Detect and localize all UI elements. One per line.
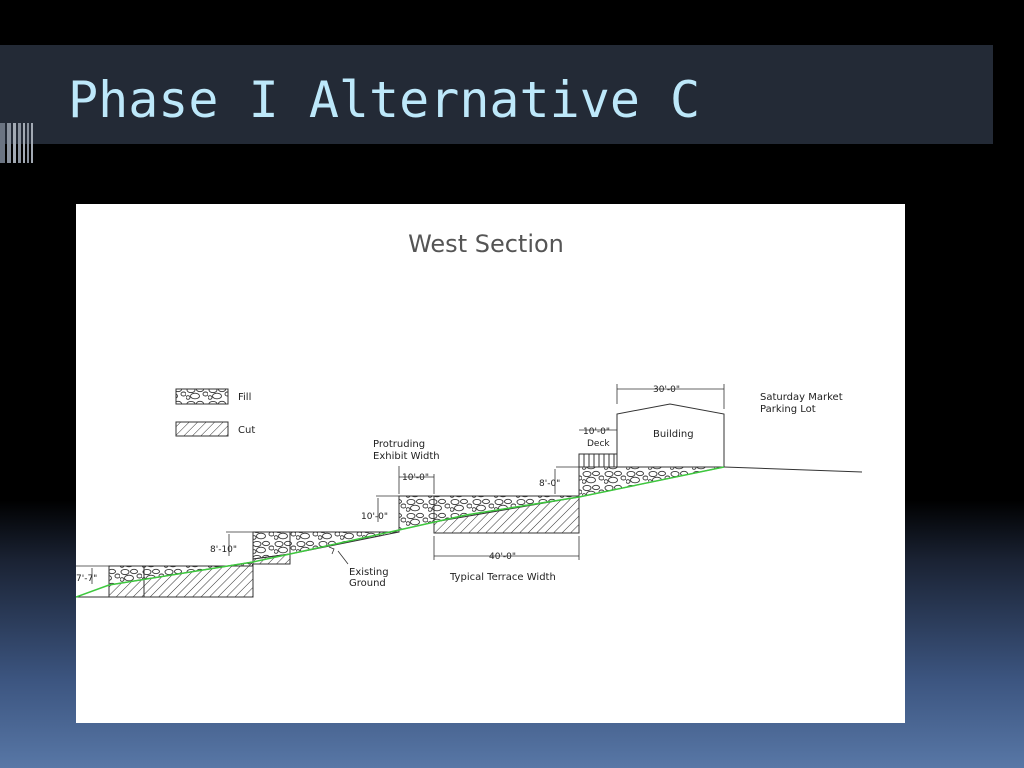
dimension-lines [76,384,725,584]
dim-40-0: 40'-0" [489,552,516,562]
building [616,403,725,468]
label-saturday-market: Saturday Market [760,392,843,403]
label-deck: Deck [587,439,610,449]
dim-30-0: 30'-0" [653,385,680,395]
label-existing: Existing [349,567,389,578]
dim-10-0-vertical: 10'-0" [361,512,388,522]
label-ground: Ground [349,578,386,589]
section-drawing-svg: West Section Fill Cut [76,230,863,598]
existing-ground-line [76,466,725,598]
deck-structure [578,453,618,468]
title-bar [0,45,993,163]
slide-title: Phase I Alternative C [68,71,701,129]
dim-10-0-deck: 10'-0" [583,427,610,437]
dim-8-10: 8'-10" [210,545,237,555]
label-exhibit-width: Exhibit Width [373,451,440,462]
label-building: Building [653,429,694,440]
drawing-title: West Section [408,230,564,258]
legend-cut-swatch [175,421,229,437]
title-bar-decoration-icon [0,123,33,163]
legend-fill-swatch [175,388,229,405]
section-drawing: West Section Fill Cut [76,204,905,723]
legend-fill-label: Fill [238,392,251,403]
dim-10-0-protruding: 10'-0" [402,473,429,483]
label-parking-lot: Parking Lot [760,404,816,415]
dim-7-7: 7'-7" [76,574,97,584]
deck [578,453,618,468]
label-typical-terrace-width: Typical Terrace Width [449,572,556,583]
dim-8-0: 8'-0" [539,479,560,489]
label-protruding: Protruding [373,439,425,450]
legend: Fill Cut [175,388,255,437]
legend-cut-label: Cut [238,425,255,436]
